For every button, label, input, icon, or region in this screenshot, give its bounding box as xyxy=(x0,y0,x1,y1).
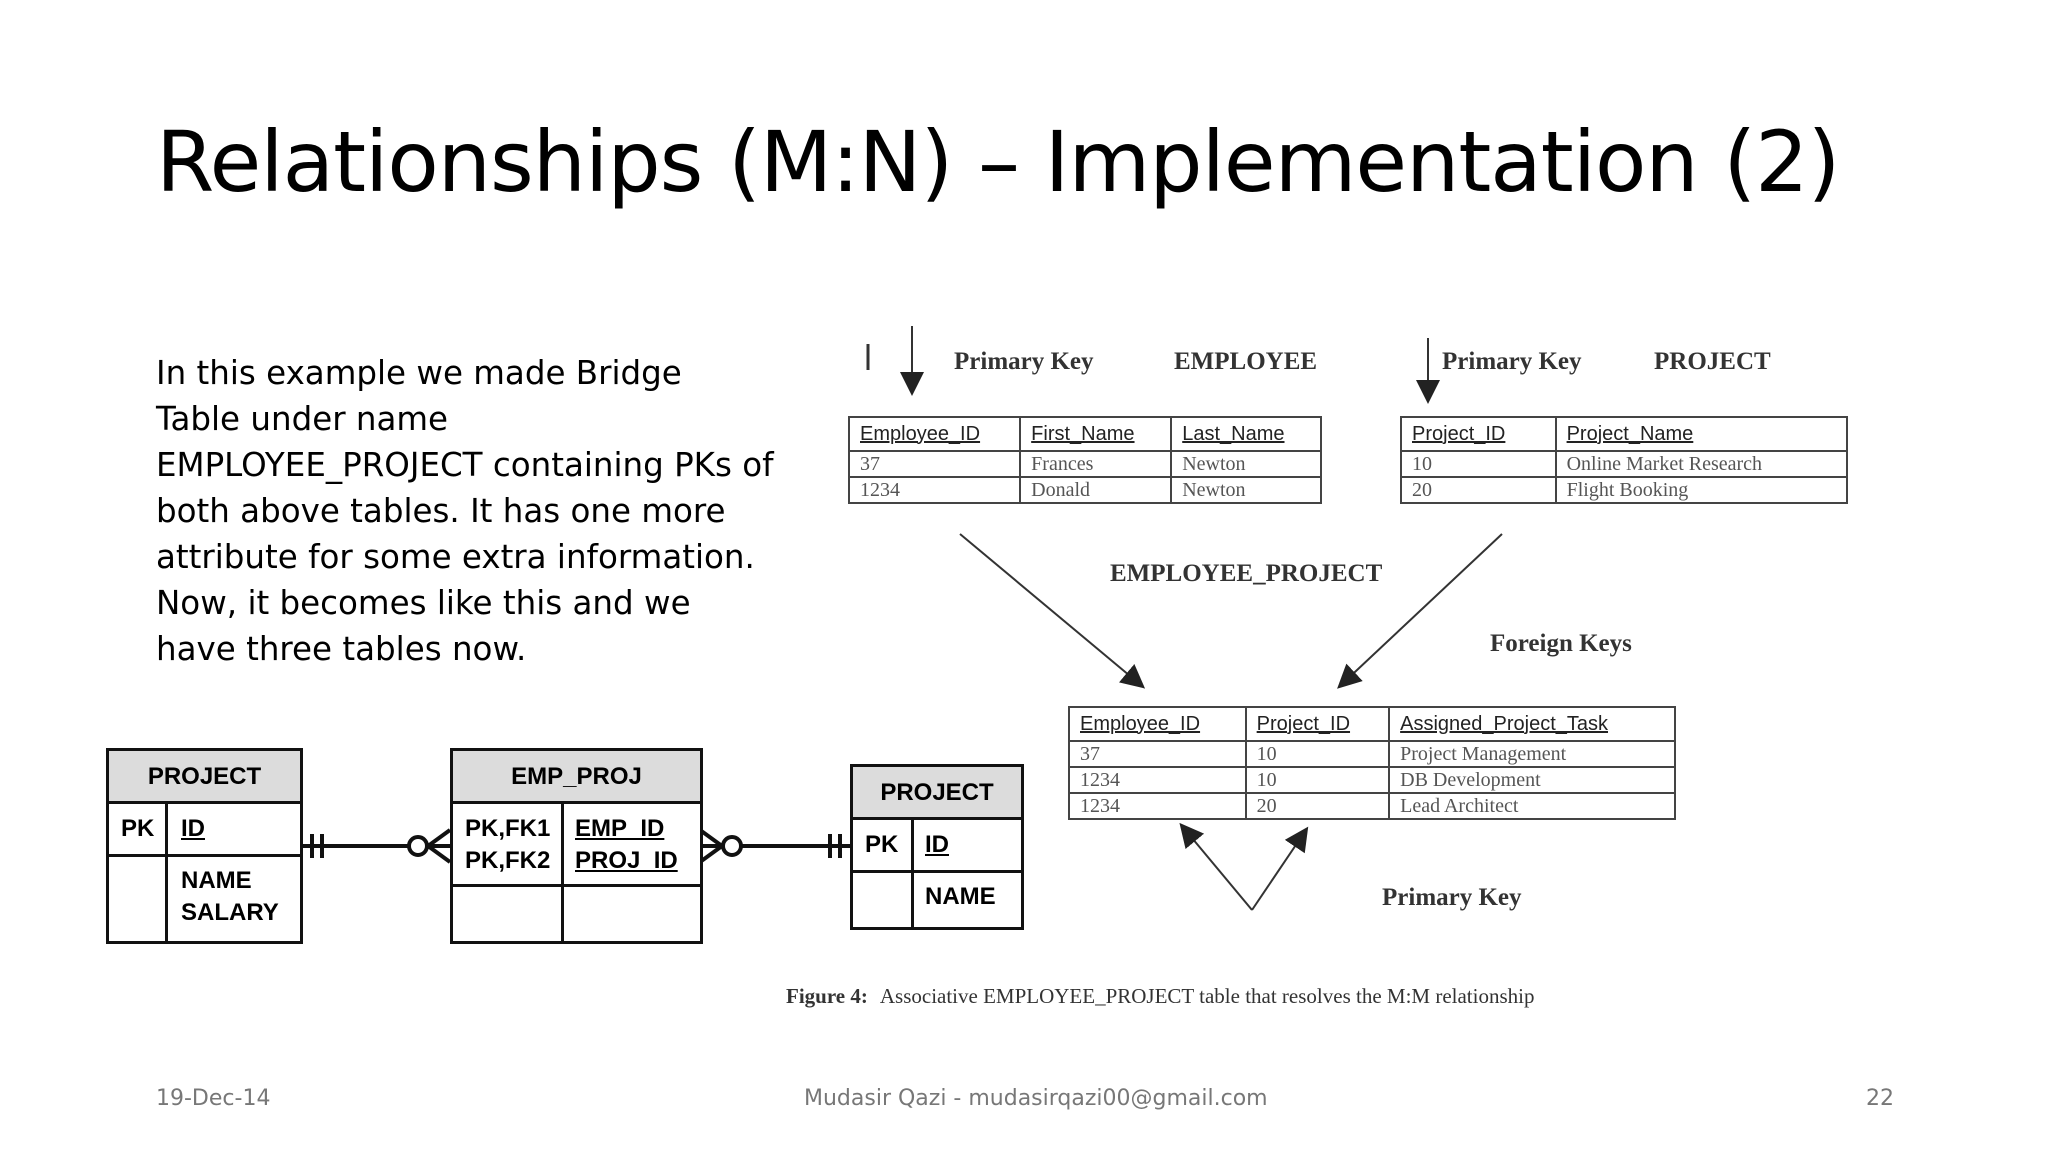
table-cell: 20 xyxy=(1244,792,1391,820)
table-row: 37 10 Project Management xyxy=(1068,740,1676,768)
table-cell: 10 xyxy=(1244,766,1391,794)
project-table: Project_ID Project_Name 10 Online Market… xyxy=(1400,416,1849,504)
entity-title: PROJECT xyxy=(853,767,1021,820)
table-row: 1234 10 DB Development xyxy=(1068,766,1676,794)
bridge-table: Employee_ID Project_ID Assigned_Project_… xyxy=(1068,706,1676,820)
entity-title: PROJECT xyxy=(109,751,300,804)
erd-entity-emp-proj: EMP_PROJ PK,FK1 PK,FK2 EMP_ID PROJ_ID xyxy=(450,748,703,944)
body-text: In this example we made Bridge Table und… xyxy=(156,350,776,672)
table-header-row: Employee_ID Project_ID Assigned_Project_… xyxy=(1068,706,1676,742)
table-header: Project_ID xyxy=(1244,706,1391,742)
table-row: 37 Frances Newton xyxy=(847,450,1322,478)
caption-label: Figure 4: xyxy=(786,984,868,1008)
key-attribute: EMP_ID xyxy=(575,815,665,842)
footer-page-number: 22 xyxy=(1866,1086,1894,1111)
primary-key-label-3: Primary Key xyxy=(1382,884,1522,911)
employee-table: Employee_ID First_Name Last_Name 37 Fran… xyxy=(847,416,1322,504)
table-header: Project_Name xyxy=(1554,416,1849,452)
table-row: 10 Online Market Research xyxy=(1400,450,1849,478)
table-header: First_Name xyxy=(1019,416,1173,452)
key-attribute: ID xyxy=(925,831,949,858)
pk-label: PK,FK1 xyxy=(465,815,551,842)
primary-key-label-2: Primary Key xyxy=(1442,348,1582,375)
table-cell: Lead Architect xyxy=(1388,792,1676,820)
pk-label: PK xyxy=(121,815,155,842)
figure-caption: Figure 4: Associative EMPLOYEE_PROJECT ta… xyxy=(786,984,1534,1009)
entity-title: EMP_PROJ xyxy=(453,751,700,804)
attribute: NAME xyxy=(181,867,252,894)
table-cell: 20 xyxy=(1400,476,1557,504)
table-cell: 1234 xyxy=(1068,792,1247,820)
table-header: Project_ID xyxy=(1400,416,1557,452)
body-paragraph-2: Now, it becomes like this and we have th… xyxy=(156,584,691,668)
attribute: NAME xyxy=(925,883,996,910)
table-header-row: Project_ID Project_Name xyxy=(1400,416,1849,452)
footer-author: Mudasir Qazi - mudasirqazi00@gmail.com xyxy=(804,1086,1268,1111)
table-header: Assigned_Project_Task xyxy=(1388,706,1676,742)
primary-key-label-1: Primary Key xyxy=(954,348,1094,375)
table-cell: Frances xyxy=(1019,450,1173,478)
table-cell: Flight Booking xyxy=(1554,476,1849,504)
table-cell: 1234 xyxy=(847,476,1022,504)
project-label: PROJECT xyxy=(1654,348,1771,375)
table-cell: 37 xyxy=(847,450,1022,478)
table-row: 1234 Donald Newton xyxy=(847,476,1322,504)
table-cell: Online Market Research xyxy=(1554,450,1849,478)
pk-label: PK,FK2 xyxy=(465,847,551,874)
table-cell: 37 xyxy=(1068,740,1247,768)
employee-project-label: EMPLOYEE_PROJECT xyxy=(1110,560,1383,587)
key-attribute: ID xyxy=(181,815,205,842)
foreign-keys-label: Foreign Keys xyxy=(1490,630,1632,657)
table-row: 20 Flight Booking xyxy=(1400,476,1849,504)
table-row: 1234 20 Lead Architect xyxy=(1068,792,1676,820)
table-cell: 10 xyxy=(1400,450,1557,478)
table-header: Employee_ID xyxy=(1068,706,1247,742)
erd-entity-project-right: PROJECT PK ID NAME xyxy=(850,764,1024,930)
table-cell: Newton xyxy=(1170,450,1322,478)
employee-label: EMPLOYEE xyxy=(1174,348,1318,375)
table-header-row: Employee_ID First_Name Last_Name xyxy=(847,416,1322,452)
caption-text: Associative EMPLOYEE_PROJECT table that … xyxy=(879,984,1535,1008)
footer-date: 19-Dec-14 xyxy=(156,1086,271,1111)
table-cell: 1234 xyxy=(1068,766,1247,794)
pk-label: PK xyxy=(865,831,899,858)
table-cell: Donald xyxy=(1019,476,1173,504)
table-header: Employee_ID xyxy=(847,416,1022,452)
table-cell: Project Management xyxy=(1388,740,1676,768)
table-cell: DB Development xyxy=(1388,766,1676,794)
attribute: SALARY xyxy=(181,899,279,926)
table-header: Last_Name xyxy=(1170,416,1322,452)
erd-entity-project-left: PROJECT PK ID NAME SALARY xyxy=(106,748,303,944)
key-attribute: PROJ_ID xyxy=(575,847,678,874)
body-paragraph-1: In this example we made Bridge Table und… xyxy=(156,354,774,576)
table-cell: 10 xyxy=(1244,740,1391,768)
slide-title: Relationships (M:N) – Implementation (2) xyxy=(156,113,1840,211)
table-cell: Newton xyxy=(1170,476,1322,504)
